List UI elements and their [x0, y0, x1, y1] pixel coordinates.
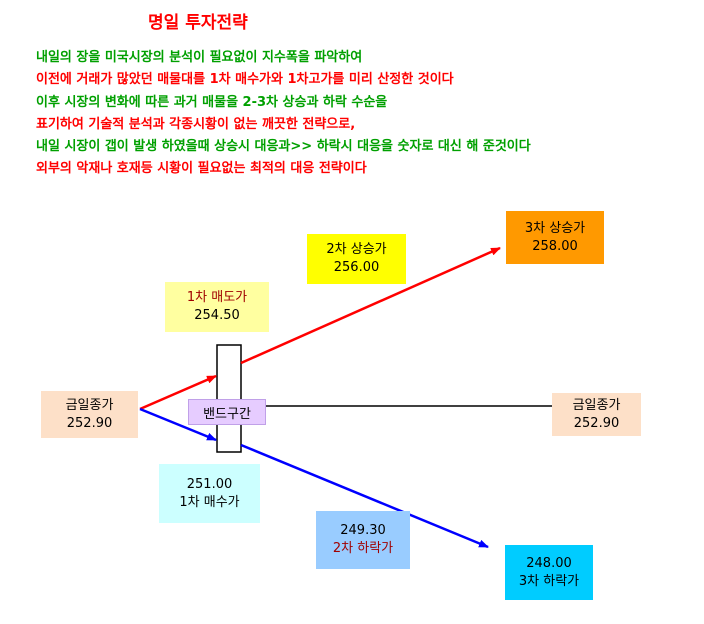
page-title: 명일 투자전략	[148, 13, 248, 33]
arrow-down-to-fall3	[240, 443, 489, 549]
rise-2-label: 2차 상승가	[326, 242, 387, 257]
close-price-left: 금일종가 252.90	[41, 391, 138, 438]
fall-2-label: 2차 하락가	[332, 541, 394, 556]
arrow-down-to-buy	[139, 407, 217, 442]
close-price-right: 금일종가 252.90	[552, 393, 641, 436]
close-right-label: 금일종가	[572, 397, 621, 413]
fall-3-box: 248.00 3차 하락가	[505, 545, 593, 600]
fall-2-value: 249.30	[340, 523, 386, 538]
intro-line-2: 이전에 거래가 많았던 매물대를 1차 매수가와 1차고가를 미리 산정한 것이…	[36, 72, 454, 88]
close-left-value: 252.90	[66, 415, 113, 431]
arrow-up-to-sell	[139, 374, 217, 411]
buy-1-box: 251.00 1차 매수가	[159, 464, 260, 523]
band-zone	[216, 344, 242, 453]
buy-1-value: 251.00	[186, 476, 233, 492]
intro-line-4: 표기하여 기술적 분석과 각종시황이 없는 깨끗한 전략으로,	[36, 116, 356, 132]
arrow-up-to-rise3	[240, 246, 501, 365]
band-zone-label: 밴드구간	[188, 399, 266, 425]
sell-1-box: 1차 매도가 254.50	[165, 282, 269, 332]
fall-2-box: 249.30 2차 하락가	[316, 511, 410, 569]
fall-3-label: 3차 하락가	[518, 573, 580, 589]
rise-3-value: 258.00	[532, 238, 578, 254]
rise-3-box: 3차 상승가 258.00	[506, 211, 604, 264]
rise-3-label: 3차 상승가	[524, 220, 586, 236]
rise-2-box: 2차 상승가 256.00	[307, 234, 406, 284]
fall-3-value: 248.00	[526, 555, 572, 571]
sell-1-value: 254.50	[194, 308, 240, 323]
buy-1-label: 1차 매수가	[179, 494, 240, 510]
intro-line-1: 내일의 장을 미국시장의 분석이 필요없이 지수폭을 파악하여	[36, 50, 363, 65]
intro-line-5: 내일 시장이 갭이 발생 하였을때 상승시 대응과>> 하락시 대응을 숫자로 …	[36, 139, 531, 155]
close-right-value: 252.90	[573, 415, 620, 431]
intro-line-6: 외부의 악재나 호재등 시황이 필요없는 최적의 대응 전략이다	[36, 161, 367, 177]
intro-line-3: 이후 시장의 변화에 따른 과거 매물을 2-3차 상승과 하락 수순을	[36, 94, 388, 110]
close-left-label: 금일종가	[65, 397, 114, 413]
rise-2-value: 256.00	[333, 260, 380, 275]
sell-1-label: 1차 매도가	[186, 290, 248, 305]
intro-text: 내일의 장을 미국시장의 분석이 필요없이 지수폭을 파악하여 이전에 거래가 …	[36, 47, 531, 181]
